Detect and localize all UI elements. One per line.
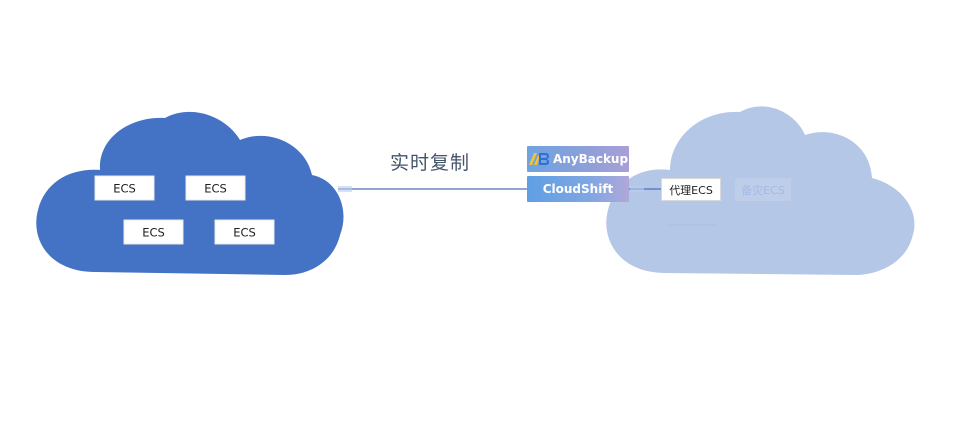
ecs-node-3-label: ECS [142, 226, 165, 240]
ecs-node-4-label: ECS [233, 226, 256, 240]
ecs-node-4: ECS [214, 219, 275, 245]
anybackup-label: AnyBackup [552, 152, 629, 166]
line-start-marker [338, 186, 352, 192]
ecs-node-3: ECS [123, 219, 184, 245]
anybackup-logo-icon [528, 152, 550, 166]
anybackup-badge: AnyBackup [527, 146, 629, 172]
cloudshift-badge: CloudShift [527, 176, 629, 202]
target-cloud [606, 106, 915, 275]
proxy-ecs-box: 代理ECS [661, 178, 721, 201]
ecs-node-1-label: ECS [113, 182, 136, 196]
sync-label: 实时复制 [389, 152, 470, 174]
line-end-marker [630, 186, 644, 192]
ecs-node-2-label: ECS [204, 182, 227, 196]
standby-ecs-box: 备灾ECS [735, 178, 791, 201]
cloudshift-label: CloudShift [542, 182, 614, 196]
ecs-node-2: ECS [185, 175, 246, 201]
ecs-node-1: ECS [94, 175, 155, 201]
